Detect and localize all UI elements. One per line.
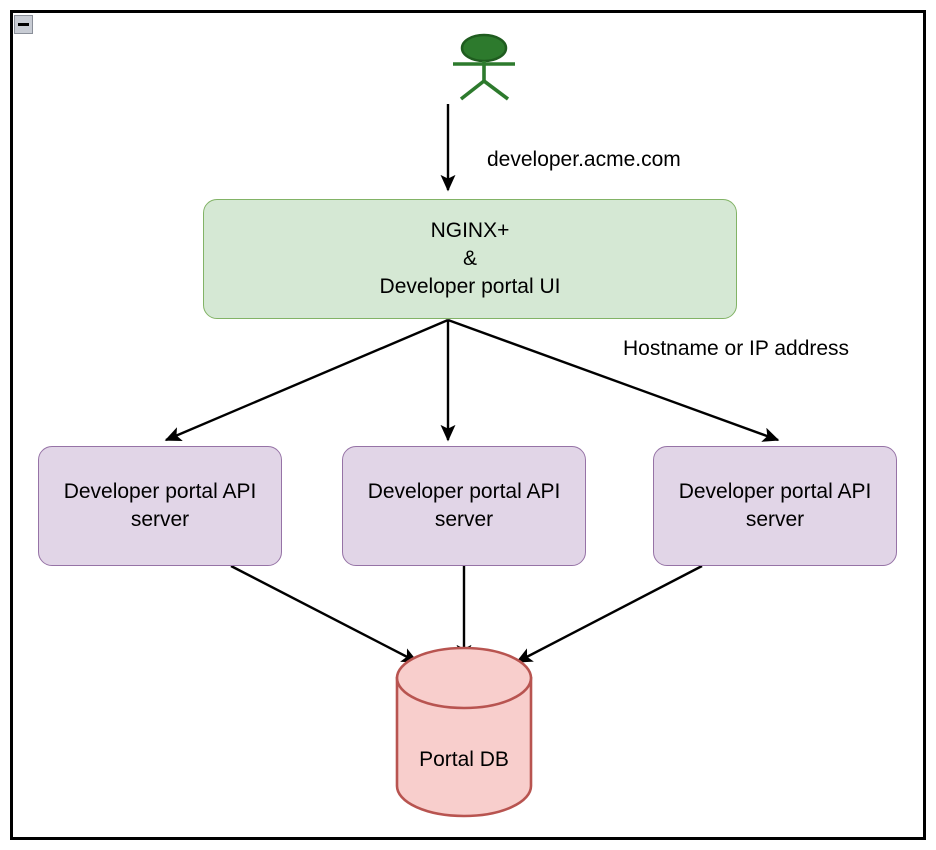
node-nginx-developer-portal-ui[interactable]: NGINX+ & Developer portal UI: [203, 199, 737, 319]
edge-nginx-to-api-right: [447, 318, 780, 442]
node-nginx-label-group: NGINX+ & Developer portal UI: [380, 217, 561, 300]
edge-api-right-to-db: [515, 564, 703, 664]
node-api-server-center[interactable]: Developer portal API server: [342, 446, 586, 566]
node-api-server-left-label: Developer portal API server: [63, 480, 257, 531]
portal-db-cylinder: [395, 646, 533, 818]
actor-icon: [453, 33, 515, 101]
minus-icon[interactable]: [14, 15, 33, 34]
edge-label-developer-url: developer.acme.com: [487, 148, 681, 171]
node-api-server-left[interactable]: Developer portal API server: [38, 446, 282, 566]
node-nginx-line3: Developer portal UI: [379, 274, 561, 298]
node-nginx-line1: NGINX+: [430, 219, 510, 243]
node-api-server-center-label: Developer portal API server: [367, 480, 561, 531]
edge-label-hostname-or-ip: Hostname or IP address: [623, 337, 850, 360]
node-nginx-line2: &: [462, 247, 477, 271]
node-api-server-right[interactable]: Developer portal API server: [653, 446, 897, 566]
node-portal-db-label: Portal DB: [419, 748, 509, 771]
edge-nginx-to-api-left: [164, 318, 449, 442]
minus-bar: [18, 23, 29, 26]
node-api-server-right-label: Developer portal API server: [678, 480, 872, 531]
edge-api-left-to-db: [230, 564, 419, 664]
